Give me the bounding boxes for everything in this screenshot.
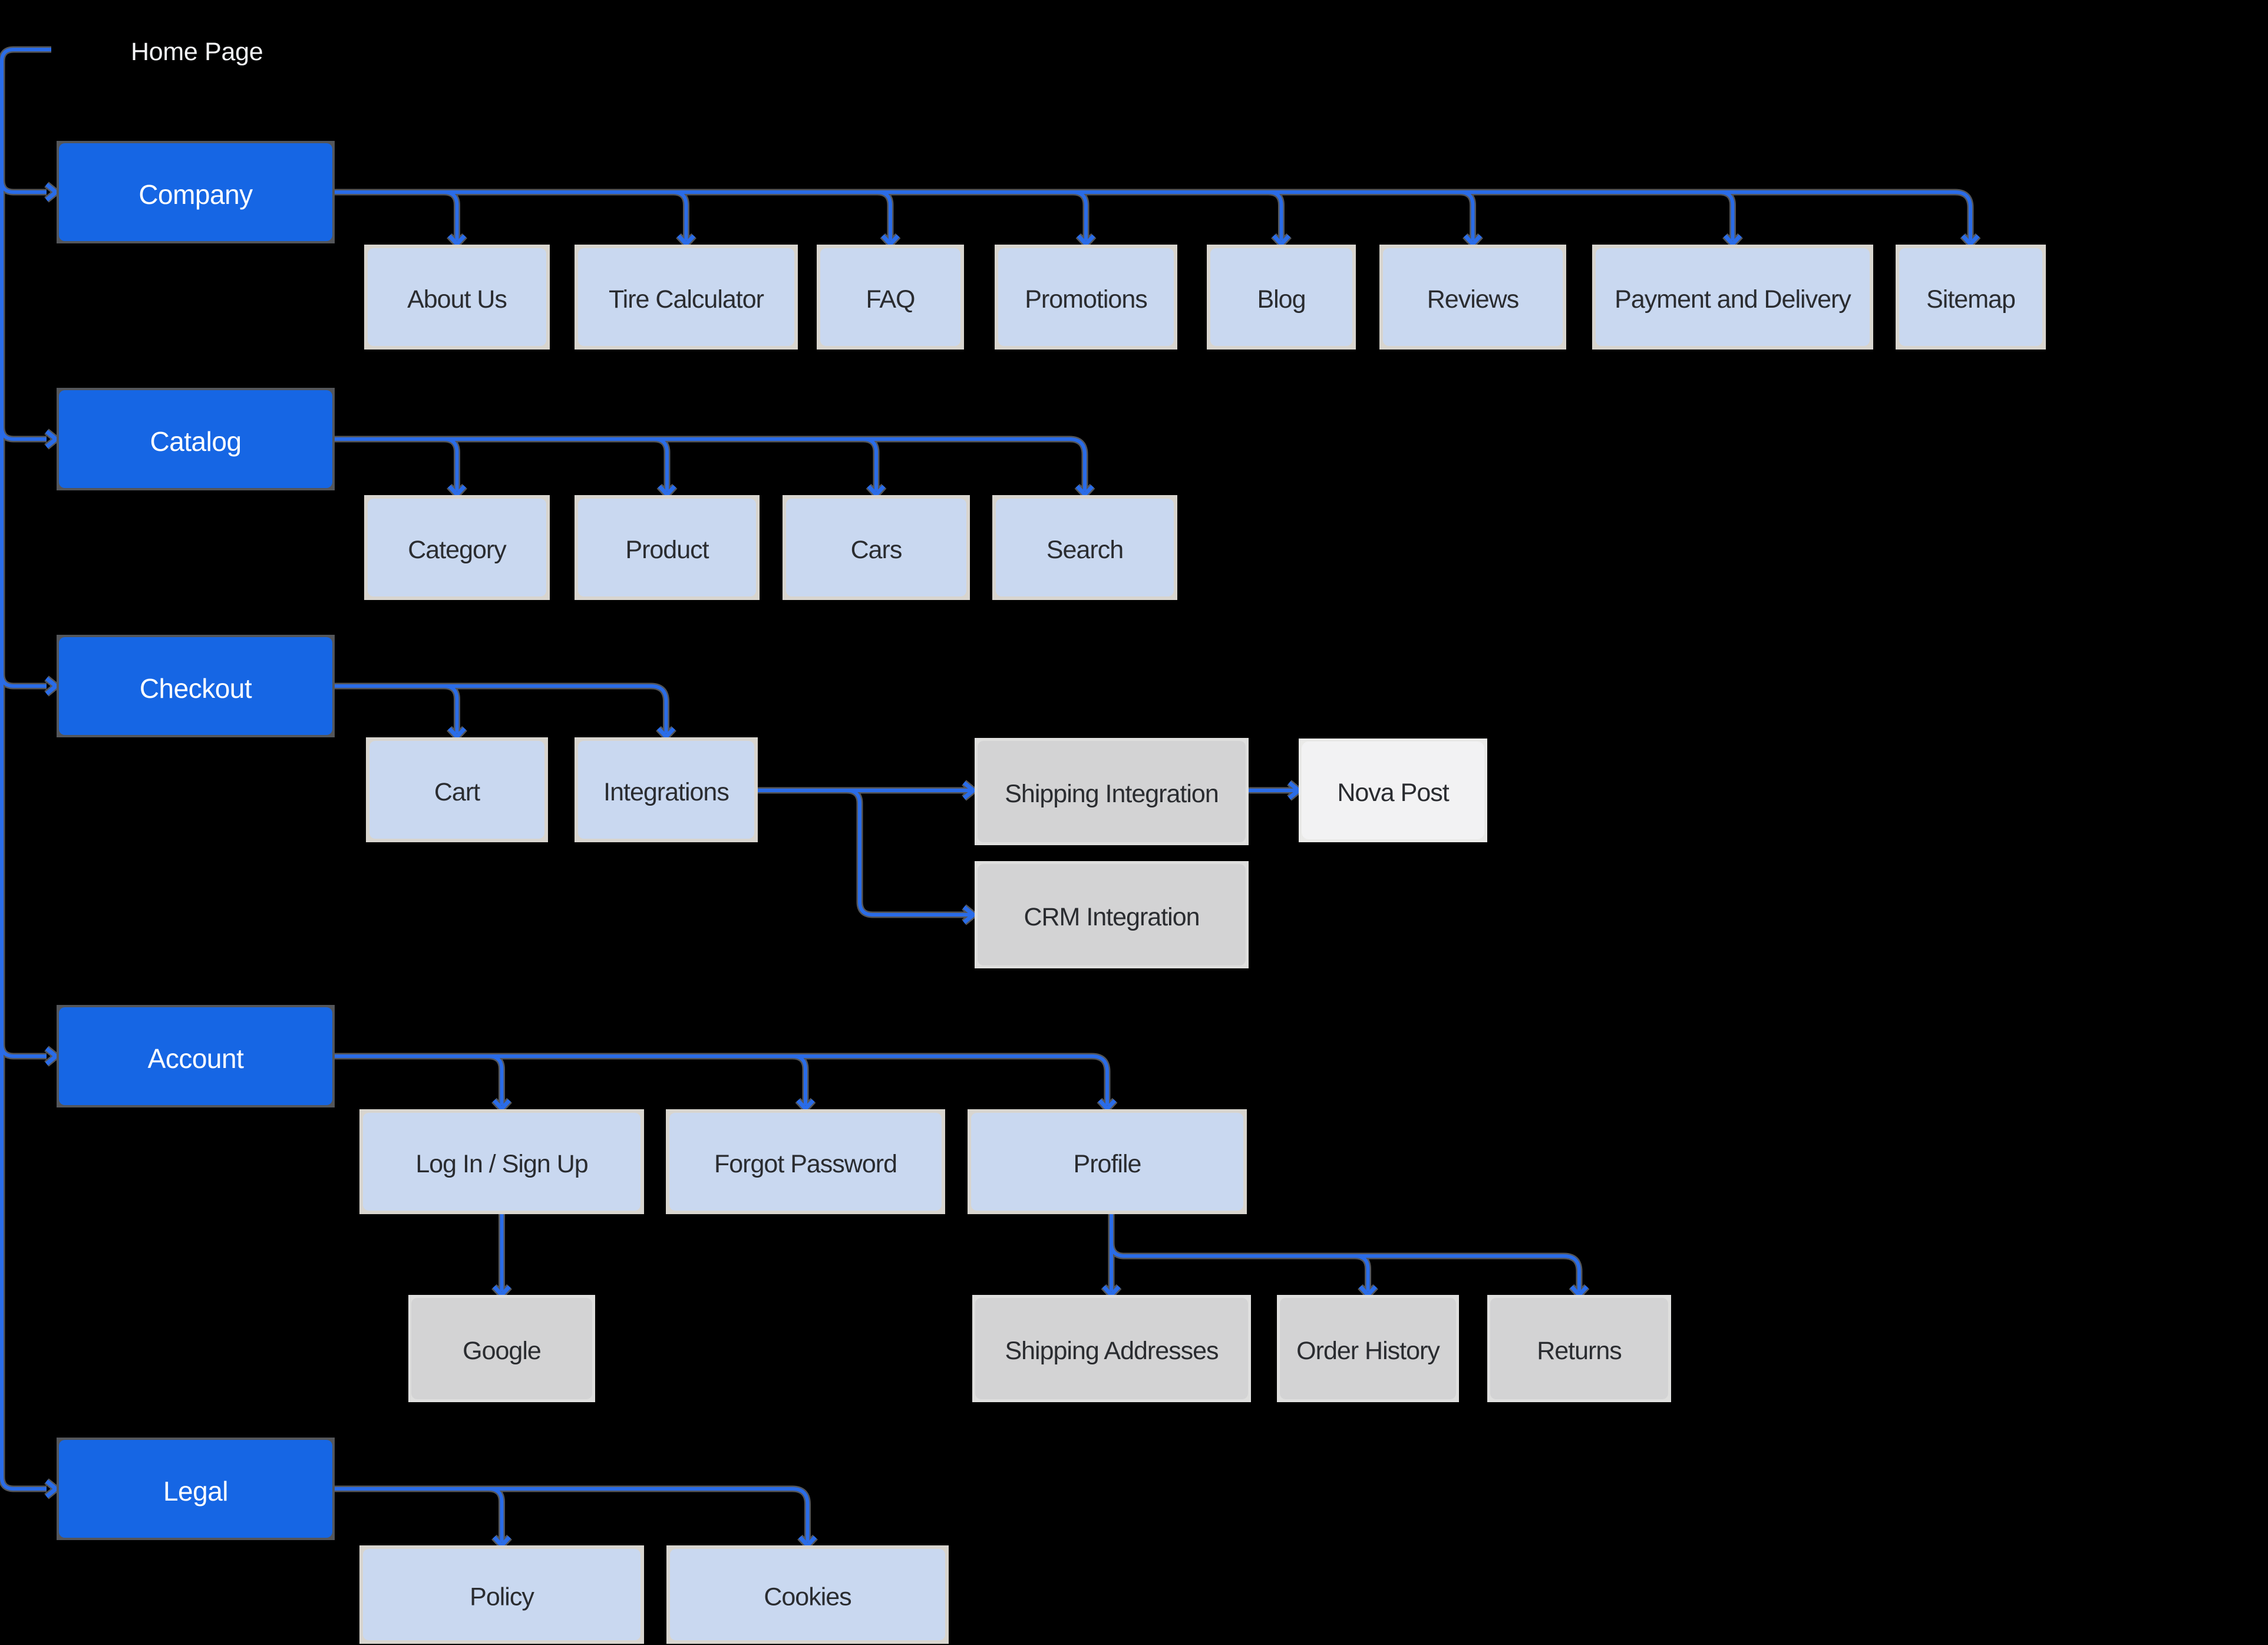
svg-text:FAQ: FAQ [866,285,915,314]
svg-text:Promotions: Promotions [1025,285,1147,314]
svg-text:Catalog: Catalog [150,426,241,457]
svg-text:Profile: Profile [1074,1150,1141,1178]
svg-text:Legal: Legal [163,1476,228,1506]
svg-text:Payment and Delivery: Payment and Delivery [1615,285,1851,314]
svg-text:Search: Search [1046,536,1123,564]
svg-text:Log In / Sign Up: Log In / Sign Up [415,1150,587,1178]
svg-text:Home Page: Home Page [131,38,263,66]
svg-text:Category: Category [408,536,507,564]
svg-text:Order History: Order History [1296,1337,1440,1365]
svg-text:CRM Integration: CRM Integration [1024,903,1199,931]
svg-text:Blog: Blog [1257,285,1305,314]
svg-text:Sitemap: Sitemap [1926,285,2015,314]
svg-text:Returns: Returns [1537,1337,1622,1365]
svg-text:Cookies: Cookies [764,1583,851,1611]
svg-text:Google: Google [463,1337,541,1365]
svg-text:About Us: About Us [407,285,507,314]
svg-text:Product: Product [625,536,709,564]
svg-text:Company: Company [138,179,253,210]
svg-text:Cart: Cart [434,778,480,806]
svg-text:Shipping Addresses: Shipping Addresses [1005,1337,1218,1365]
svg-text:Checkout: Checkout [140,673,252,704]
svg-text:Policy: Policy [470,1583,534,1611]
svg-text:Cars: Cars [851,536,902,564]
svg-text:Forgot Password: Forgot Password [714,1150,897,1178]
svg-text:Account: Account [148,1043,244,1074]
svg-text:Nova Post: Nova Post [1337,779,1449,807]
svg-text:Integrations: Integrations [603,778,729,806]
svg-text:Shipping Integration: Shipping Integration [1005,780,1219,808]
svg-text:Tire Calculator: Tire Calculator [609,285,764,314]
svg-text:Reviews: Reviews [1427,285,1519,314]
